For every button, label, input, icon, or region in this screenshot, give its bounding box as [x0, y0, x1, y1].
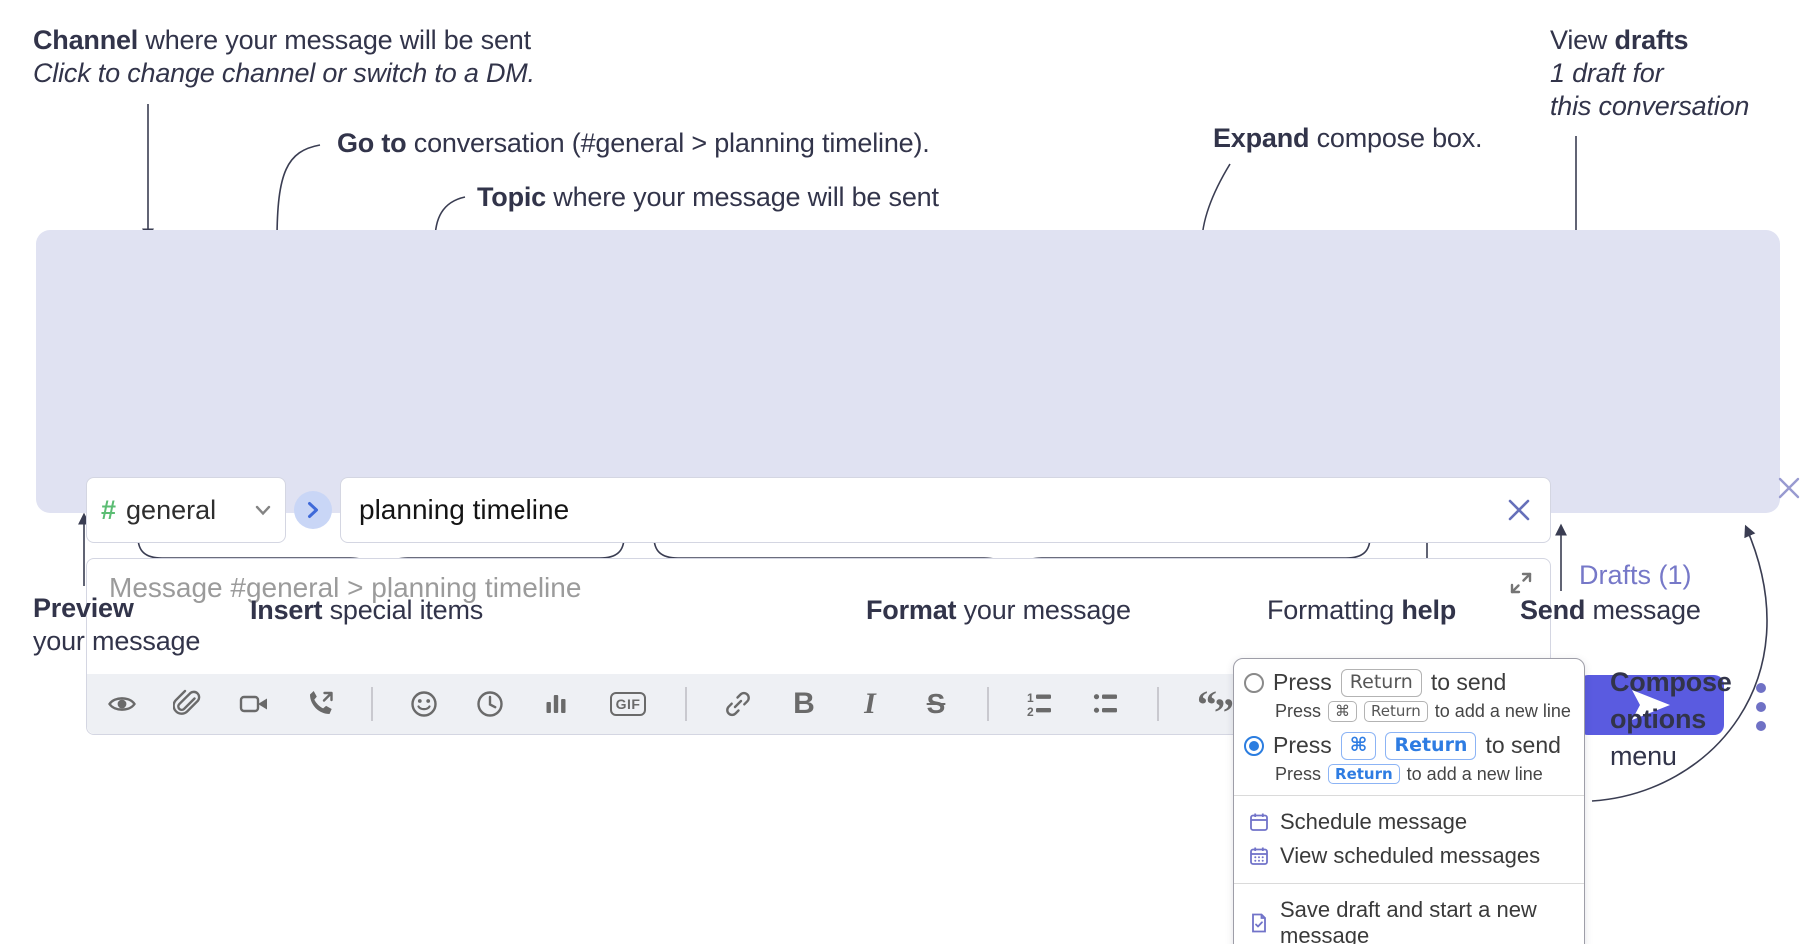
close-compose-icon[interactable]	[1776, 475, 1802, 506]
save-draft-new-message-item[interactable]: Save draft and start a new message	[1244, 893, 1572, 944]
go-to-conversation-button[interactable]	[294, 491, 332, 529]
calendar-icon	[1249, 812, 1269, 832]
preview-eye-icon[interactable]	[107, 686, 137, 722]
topic-value: planning timeline	[359, 494, 570, 525]
menu-divider	[1234, 882, 1584, 884]
global-time-icon[interactable]	[475, 686, 505, 722]
toolbar-divider	[685, 687, 687, 721]
view-scheduled-messages-item[interactable]: View scheduled messages	[1244, 839, 1572, 873]
voice-call-icon[interactable]	[305, 686, 335, 722]
toolbar-divider	[1157, 687, 1159, 721]
strikethrough-icon[interactable]: S	[926, 688, 946, 719]
send-button[interactable]	[1578, 675, 1724, 735]
go-to-arrow-line	[271, 144, 321, 244]
draft-check-icon	[1249, 913, 1269, 933]
topic-input[interactable]: planning timeline	[340, 477, 1551, 543]
video-call-icon[interactable]	[239, 686, 269, 722]
schedule-message-item[interactable]: Schedule message	[1244, 805, 1572, 839]
chevron-down-icon	[255, 505, 271, 516]
kebab-dot	[1756, 683, 1766, 693]
poll-icon[interactable]	[541, 686, 571, 722]
message-placeholder: Message #general > planning timeline	[109, 572, 582, 603]
toolbar-divider	[987, 687, 989, 721]
format-annotation: Format your message	[866, 595, 1131, 625]
channel-name: general	[126, 494, 217, 525]
channel-hash-icon: #	[101, 494, 117, 525]
compose-options-popup: Press Return to send Press ⌘ Return to a…	[1233, 658, 1585, 944]
view-drafts-annotation: View drafts 1 draft for this conversatio…	[1550, 25, 1750, 121]
send-with-cmd-return-option[interactable]: Press ⌘ Return to send	[1244, 731, 1572, 760]
expand-annotation: Expand compose box.	[1213, 123, 1483, 153]
formatting-help-annotation: Formatting help	[1267, 595, 1457, 625]
radio-unselected-icon[interactable]	[1244, 672, 1264, 693]
compose-box: # general planning timeline Message #gen…	[36, 230, 1800, 735]
preview-annotation: Preview your message	[33, 593, 201, 656]
gif-icon[interactable]: GIF	[607, 686, 649, 722]
toolbar-divider	[371, 687, 373, 721]
attach-paperclip-icon[interactable]	[173, 686, 203, 722]
return-key-chip: Return	[1328, 763, 1400, 785]
compose-options-annotation: Compose options menu	[1610, 667, 1732, 771]
channel-annotation: Channel where your message will be sent …	[33, 25, 535, 88]
send-plane-icon	[1632, 690, 1670, 720]
go-to-annotation: Go to conversation (#general > planning …	[337, 128, 930, 158]
radio-selected-icon[interactable]	[1244, 735, 1264, 756]
send-with-return-option[interactable]: Press Return to send	[1244, 669, 1572, 697]
calendar-days-icon	[1249, 846, 1269, 866]
bold-icon[interactable]: B	[793, 687, 815, 720]
kebab-dot	[1756, 702, 1766, 712]
return-key-chip: Return	[1385, 731, 1477, 760]
kebab-dot	[1756, 721, 1766, 731]
emoji-icon[interactable]	[409, 686, 439, 722]
expand-compose-icon[interactable]	[1508, 570, 1534, 601]
send-with-return-hint: Press ⌘ Return to add a new line	[1275, 700, 1571, 722]
bulleted-list-icon[interactable]	[1091, 686, 1121, 722]
link-icon[interactable]	[723, 686, 753, 722]
compose-options-menu-button[interactable]	[1749, 683, 1773, 731]
cmd-key-chip: ⌘	[1340, 731, 1377, 760]
send-annotation: Send message	[1520, 595, 1701, 625]
italic-icon[interactable]: I	[864, 687, 876, 720]
menu-divider	[1234, 794, 1584, 796]
quote-icon[interactable]: “”	[1197, 681, 1234, 735]
insert-annotation: Insert special items	[250, 595, 484, 625]
send-with-cmd-return-hint: Press Return to add a new line	[1275, 763, 1543, 785]
topic-annotation: Topic where your message will be sent	[477, 182, 939, 212]
chevron-right-icon	[308, 502, 318, 518]
drafts-link[interactable]: Drafts (1)	[1579, 560, 1692, 590]
return-key-chip: Return	[1340, 669, 1422, 697]
clear-topic-icon[interactable]	[1506, 497, 1532, 523]
return-key-chip: Return	[1364, 700, 1428, 722]
cmd-key-chip: ⌘	[1328, 700, 1358, 722]
svg-text:2: 2	[1027, 705, 1034, 719]
channel-selector[interactable]: # general	[86, 477, 286, 543]
svg-text:1: 1	[1027, 691, 1034, 705]
